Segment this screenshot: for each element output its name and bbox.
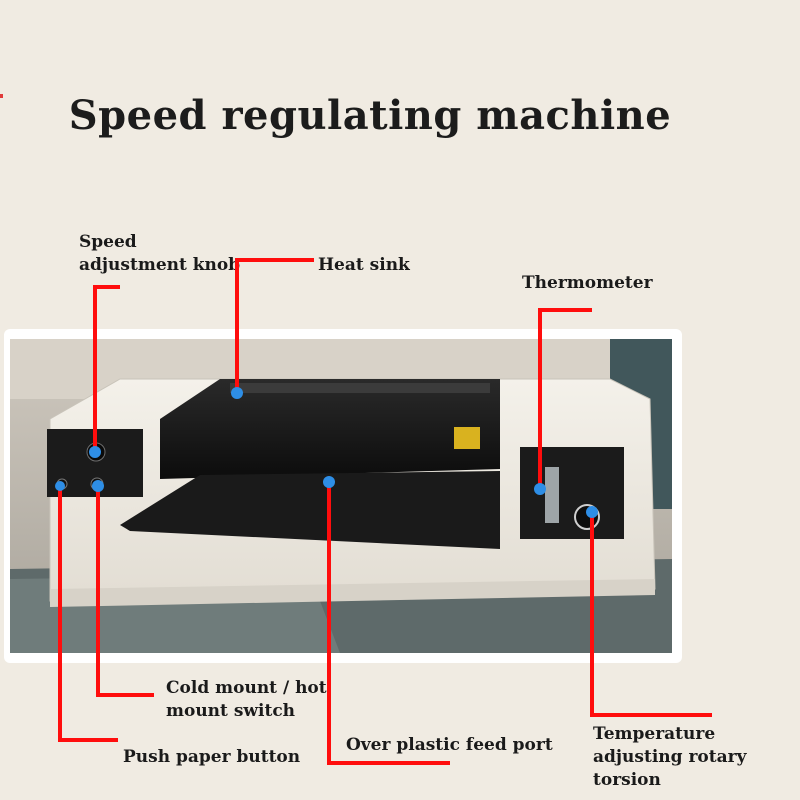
- label-mount-line-2: mount switch: [166, 701, 296, 721]
- laminator-base: [50, 579, 655, 607]
- callout-dot-thermometer: [534, 483, 546, 495]
- label-mount-switch: Cold mount / hot mount switch: [166, 677, 327, 723]
- callout-line-feed-port: [327, 482, 450, 765]
- label-temperature-knob: Temperature adjusting rotary torsion: [593, 723, 746, 792]
- callout-line-thermometer: [538, 308, 592, 489]
- thermometer-gauge: [545, 467, 559, 523]
- margin-mark: [0, 94, 3, 98]
- callout-dot-temp-knob: [586, 506, 598, 518]
- callout-line-push-paper: [58, 486, 118, 742]
- heat-sink-cover: [160, 379, 500, 479]
- callout-dot-speed-knob: [89, 446, 101, 458]
- label-heat-sink: Heat sink: [318, 255, 410, 275]
- callout-dot-feed-port: [323, 476, 335, 488]
- label-temp-line-3: torsion: [593, 770, 661, 790]
- callout-line-mount-switch: [96, 486, 154, 697]
- label-feed-port: Over plastic feed port: [346, 735, 553, 755]
- heat-sink-fins: [230, 383, 490, 393]
- label-mount-line-1: Cold mount / hot: [166, 678, 327, 698]
- callout-dot-heat-sink: [231, 387, 243, 399]
- warning-label: [454, 427, 480, 449]
- callout-line-temp-knob: [590, 512, 712, 717]
- label-temp-line-2: adjusting rotary: [593, 747, 747, 767]
- label-speed-adjustment-knob: Speed adjustment knob: [79, 231, 240, 277]
- label-temp-line-1: Temperature: [593, 724, 716, 744]
- label-speed-line-1: Speed: [79, 232, 137, 252]
- feed-tray: [120, 471, 500, 549]
- callout-line-heat-sink: [235, 258, 314, 393]
- label-speed-line-2: adjustment knob: [79, 255, 241, 275]
- label-thermometer: Thermometer: [522, 273, 653, 293]
- page-title: Speed regulating machine: [68, 92, 672, 139]
- callout-dot-mount-switch: [92, 480, 104, 492]
- label-push-paper: Push paper button: [123, 747, 301, 767]
- callout-dot-push-paper: [55, 481, 65, 491]
- laminator-photo: [10, 339, 672, 653]
- callout-line-speed-knob: [93, 285, 120, 452]
